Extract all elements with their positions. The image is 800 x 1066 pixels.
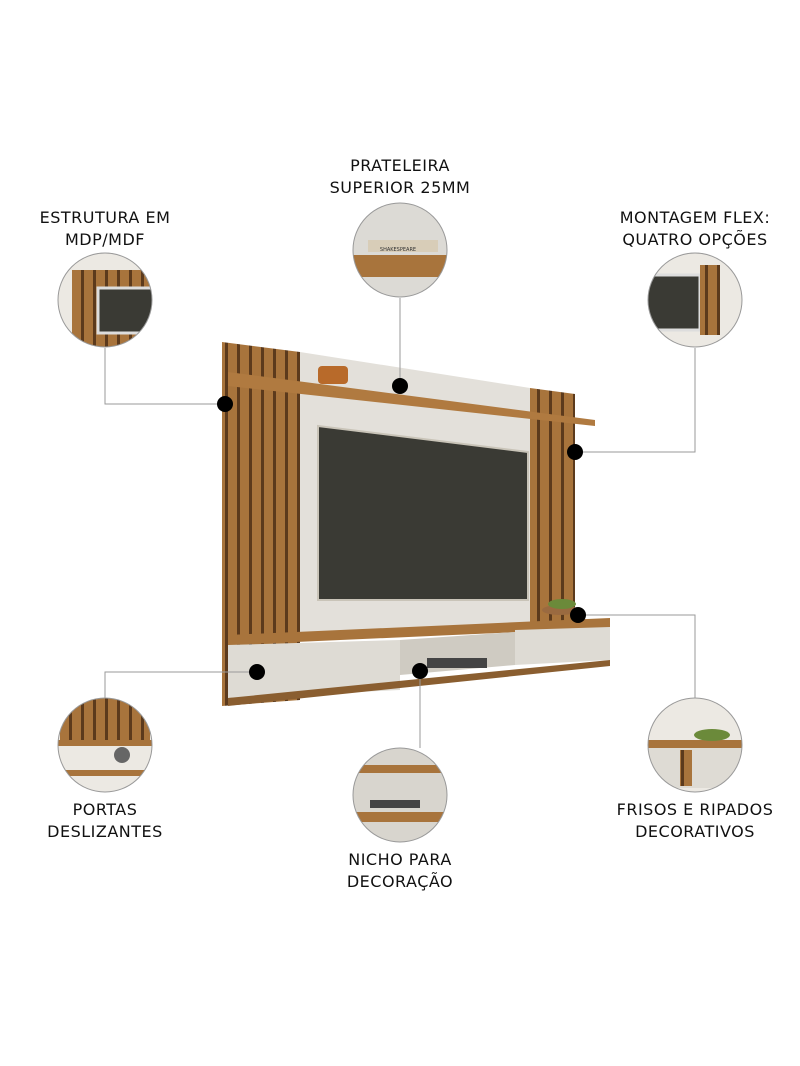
label-mounting: MONTAGEM FLEX: QUATRO OPÇÕES	[575, 207, 800, 251]
detail-niche	[353, 748, 447, 842]
label-line: PRATELEIRA	[350, 156, 450, 175]
label-line: ESTRUTURA EM	[39, 208, 171, 227]
label-shelf: PRATELEIRA SUPERIOR 25MM	[280, 155, 520, 199]
svg-text:SHAKESPEARE: SHAKESPEARE	[380, 247, 416, 253]
tv-panel	[222, 342, 610, 706]
callout-lines	[104, 298, 696, 748]
label-line: SUPERIOR 25MM	[329, 178, 471, 197]
label-line: NICHO PARA	[348, 850, 452, 869]
detail-slats	[648, 698, 742, 792]
label-line: PORTAS	[72, 800, 138, 819]
label-line: DECORAÇÃO	[346, 872, 454, 891]
top-shelf	[228, 372, 595, 426]
detail-shelf: SHAKESPEARE	[353, 203, 447, 297]
left-drawer	[228, 640, 400, 698]
label-line: DECORATIVOS	[635, 822, 755, 841]
label-line: FRISOS E RIPADOS	[616, 800, 774, 819]
detail-doors	[58, 698, 152, 792]
label-line: DESLIZANTES	[47, 822, 163, 841]
label-line: MONTAGEM FLEX:	[619, 208, 771, 227]
label-slats: FRISOS E RIPADOS DECORATIVOS	[575, 799, 800, 843]
right-drawer	[515, 627, 610, 665]
label-structure: ESTRUTURA EM MDP/MDF	[0, 207, 225, 251]
label-niche: NICHO PARA DECORAÇÃO	[280, 849, 520, 893]
vase	[318, 366, 348, 384]
detail-structure	[58, 253, 152, 347]
callout-dots	[217, 378, 586, 680]
label-line: QUATRO OPÇÕES	[622, 230, 768, 249]
detail-circle-borders	[57, 202, 743, 843]
label-line: MDP/MDF	[65, 230, 145, 249]
dvd-player	[427, 658, 487, 668]
detail-mounting	[648, 253, 742, 347]
label-doors: PORTAS DESLIZANTES	[0, 799, 225, 843]
tv	[317, 424, 529, 601]
